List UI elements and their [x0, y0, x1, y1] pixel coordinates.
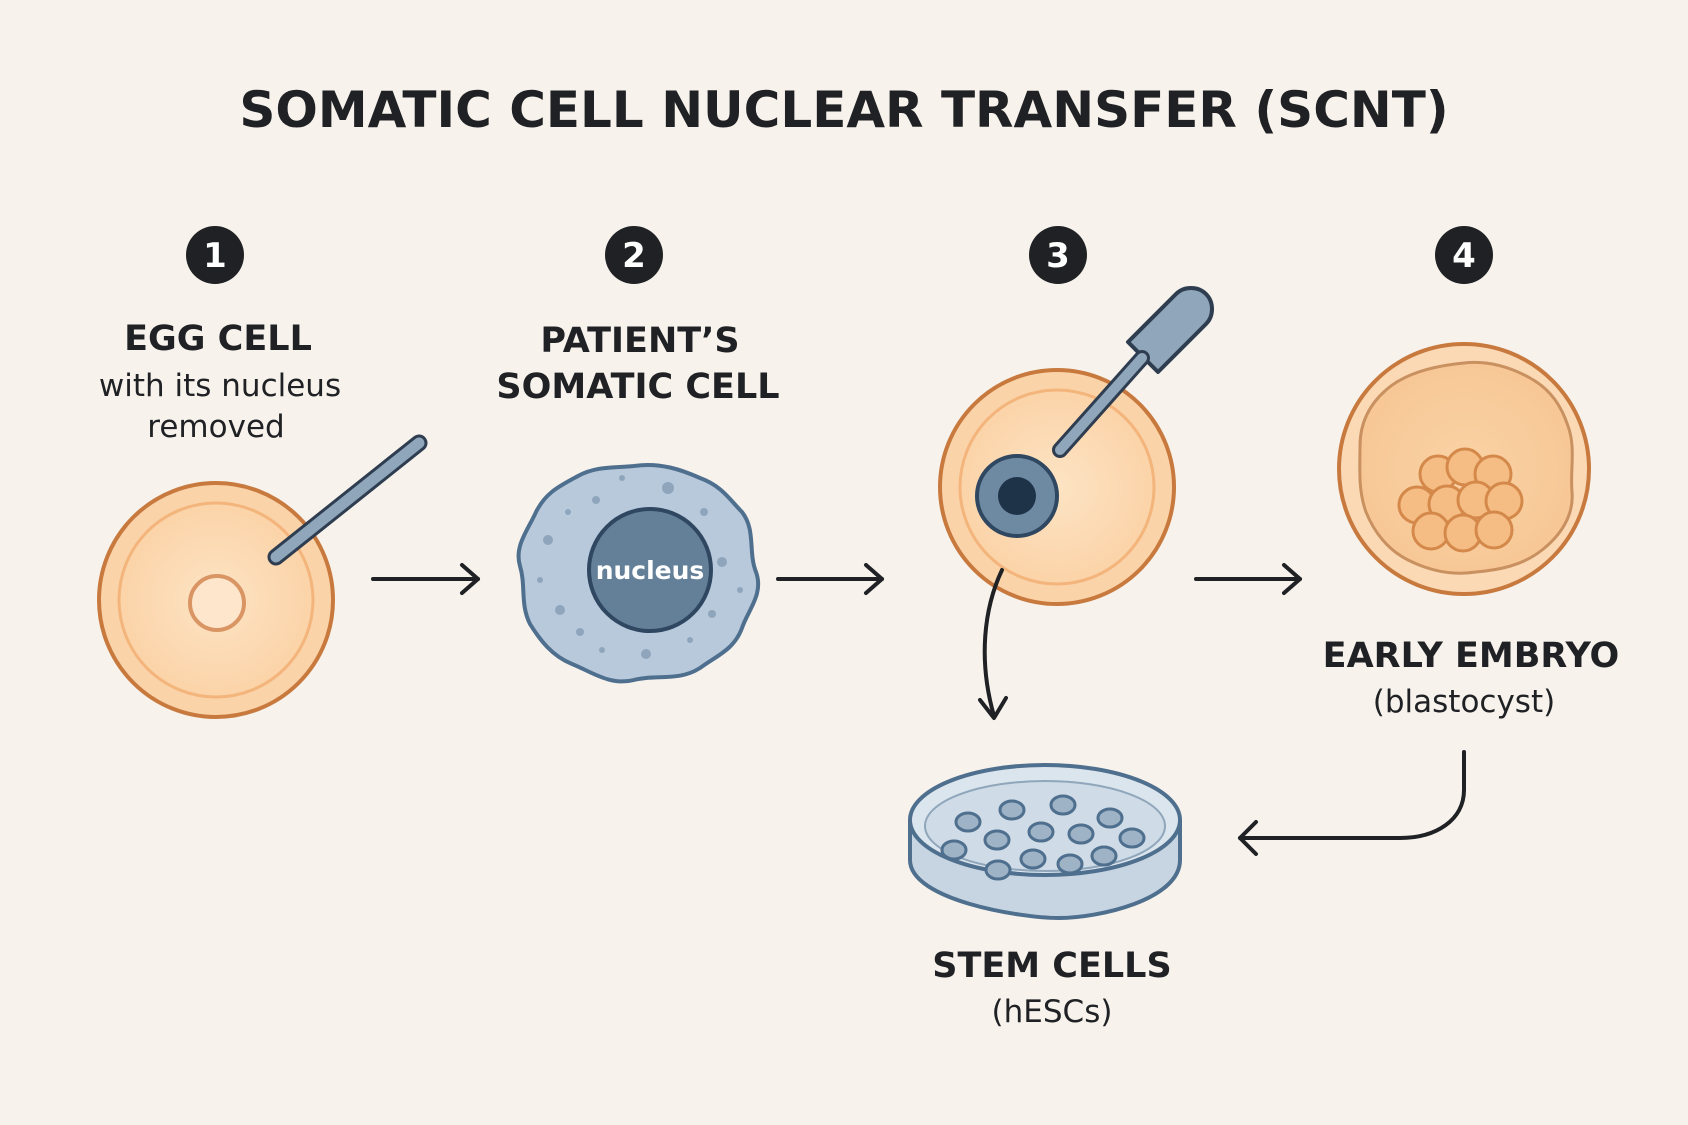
- egg-cell-sublabel-line1: with its nucleus: [99, 368, 341, 404]
- somatic-nucleus: [587, 507, 713, 633]
- blastomere-cluster: [1397, 447, 1524, 553]
- stem-cell-colonies: [940, 794, 1146, 881]
- petri-dish-illustration: [908, 763, 1182, 920]
- early-embryo-sublabel: (blastocyst): [1373, 684, 1555, 720]
- somatic-cell-label-line2: SOMATIC CELL: [496, 367, 779, 407]
- pipette-icon: [267, 434, 428, 566]
- step-2-number: 2: [622, 236, 646, 276]
- step-4-badge: 4: [1435, 226, 1493, 284]
- stem-cells-label: STEM CELLS: [932, 946, 1171, 986]
- diagram-title: SOMATIC CELL NUCLEAR TRANSFER (SCNT): [239, 81, 1448, 139]
- step-3-number: 3: [1046, 236, 1070, 276]
- arrow-3-to-4: [1194, 563, 1302, 595]
- egg-cell-sublabel-line2: removed: [147, 409, 284, 445]
- arrow-2-to-3: [776, 563, 884, 595]
- reconstructed-egg-illustration: [938, 368, 1176, 606]
- transfer-pipette-icon: [1052, 286, 1214, 458]
- somatic-cell-label-line1: PATIENT’S: [540, 321, 739, 361]
- step-2-badge: 2: [605, 226, 663, 284]
- egg-cell-label: EGG CELL: [124, 319, 312, 359]
- nucleus-label: nucleus: [596, 556, 705, 585]
- arrow-4-to-stem-cells: [1238, 750, 1466, 856]
- step-1-badge: 1: [186, 226, 244, 284]
- arrow-3-to-stem-cells: [978, 568, 1008, 720]
- early-embryo-illustration: [1337, 342, 1591, 596]
- arrow-1-to-2: [371, 563, 480, 595]
- somatic-cell-illustration: nucleus: [516, 462, 761, 684]
- step-1-number: 1: [203, 236, 227, 276]
- early-embryo-label: EARLY EMBRYO: [1323, 636, 1620, 676]
- egg-cell-illustration: [97, 481, 335, 719]
- step-4-number: 4: [1452, 236, 1476, 276]
- stem-cells-sublabel: (hESCs): [992, 994, 1113, 1030]
- step-3-badge: 3: [1029, 226, 1087, 284]
